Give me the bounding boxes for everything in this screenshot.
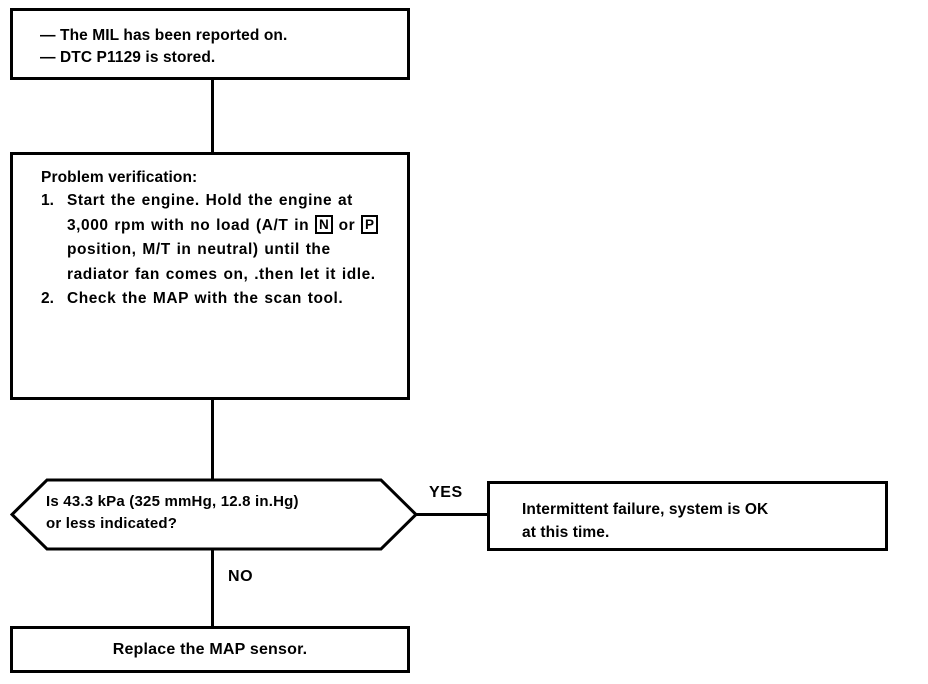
branch-label-yes: YES [429, 484, 463, 501]
branch-label-no: NO [228, 568, 254, 585]
connector-no-branch [211, 549, 214, 627]
list-item: — DTC P1129 is stored. [13, 47, 407, 69]
action-text: Replace the MAP sensor. [112, 640, 308, 658]
result-line1: Intermittent failure, system is OK [522, 501, 769, 518]
symptom-list: — The MIL has been reported on. — DTC P1… [13, 11, 407, 69]
step-text: Check the MAP with the scan tool. [67, 290, 344, 307]
hexagon-outline-icon [10, 478, 418, 551]
decision-hexagon: Is 43.3 kPa (325 mmHg, 12.8 in.Hg) or le… [10, 478, 418, 551]
dash-icon: — [40, 27, 56, 44]
symptom-text: The MIL has been reported on. [60, 27, 288, 44]
verification-step-2: 2. Check the MAP with the scan tool. [41, 287, 397, 312]
step-text-part: Start the engine. Hold the engine at 3,0… [67, 192, 353, 234]
verification-step-1: 1. Start the engine. Hold the engine at … [41, 189, 397, 287]
result-line2: at this time. [522, 524, 610, 541]
list-item: — The MIL has been reported on. [13, 25, 407, 47]
connector-yes-branch [414, 513, 489, 516]
dash-icon: — [40, 49, 56, 66]
verification-heading: Problem verification: [41, 169, 198, 186]
replace-map-sensor-box: Replace the MAP sensor. [10, 626, 410, 673]
step-number: 1. [41, 192, 54, 209]
step-number: 2. [41, 290, 54, 307]
connector-verification-to-decision [211, 400, 214, 480]
decision-question-line1: Is 43.3 kPa (325 mmHg, 12.8 in.Hg) [46, 493, 299, 510]
intermittent-failure-box: Intermittent failure, system is OK at th… [487, 481, 888, 551]
decision-question: Is 43.3 kPa (325 mmHg, 12.8 in.Hg) or le… [46, 491, 396, 535]
symptom-text: DTC P1129 is stored. [60, 49, 216, 66]
gear-position-p-icon: P [361, 214, 379, 234]
decision-question-line2: or less indicated? [46, 515, 178, 532]
step-text-part: position, M/T in neutral) until the radi… [67, 241, 376, 283]
step-text-part: or [332, 216, 362, 234]
gear-position-n-icon: N [314, 214, 333, 234]
problem-verification-box: Problem verification: 1. Start the engin… [10, 152, 410, 400]
symptom-box: — The MIL has been reported on. — DTC P1… [10, 8, 410, 80]
connector-symptom-to-verification [211, 80, 214, 152]
step-text: Start the engine. Hold the engine at 3,0… [67, 189, 397, 287]
